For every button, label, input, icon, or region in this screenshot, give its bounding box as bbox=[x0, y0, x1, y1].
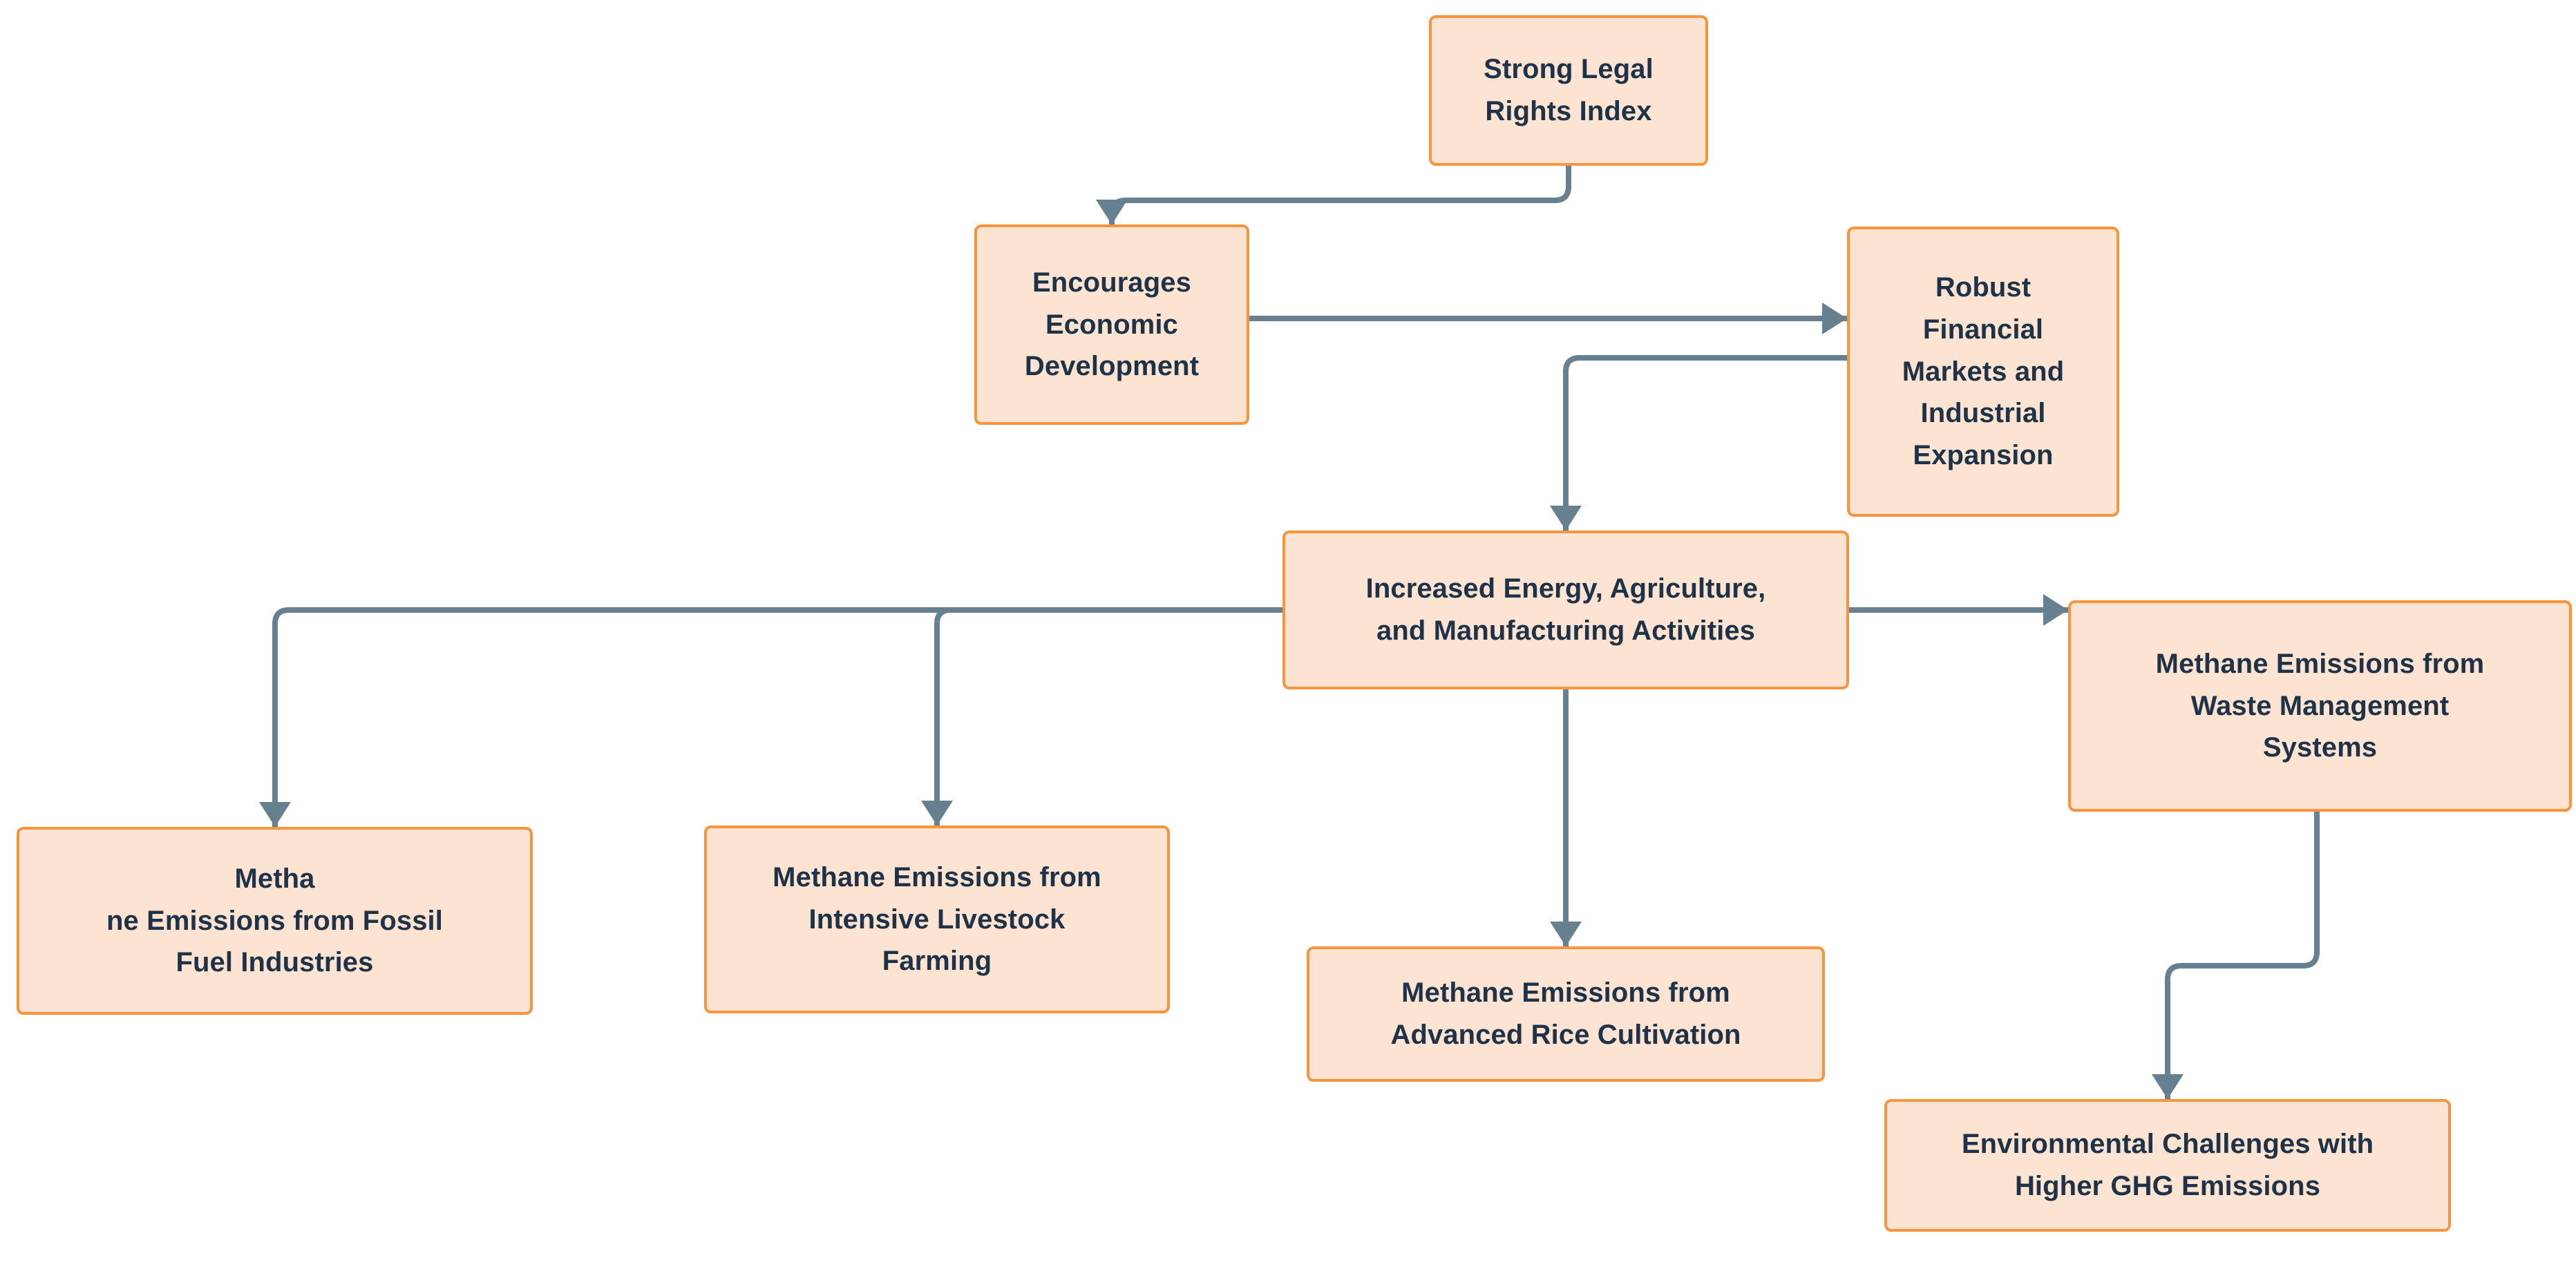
edge-activities-to-livestock bbox=[934, 607, 1282, 826]
edge-activities-to-fossil bbox=[272, 607, 1282, 827]
node-economic-development[interactable]: Encourages Economic Development bbox=[974, 225, 1249, 425]
edge-waste-to-ghg bbox=[2165, 812, 2320, 1099]
arrowhead-activities-to-waste bbox=[2043, 594, 2068, 626]
node-increased-activities[interactable]: Increased Energy, Agriculture, and Manuf… bbox=[1282, 531, 1849, 689]
arrowhead-activities-to-rice bbox=[1550, 922, 1582, 946]
node-financial-markets[interactable]: Robust Financial Markets and Industrial … bbox=[1847, 227, 2119, 517]
node-label-economic-development: Encourages Economic Development bbox=[1024, 267, 1200, 382]
node-fossil-fuel[interactable]: Metha ne Emissions from Fossil Fuel Indu… bbox=[17, 827, 533, 1015]
node-waste-management[interactable]: Methane Emissions from Waste Management … bbox=[2068, 600, 2572, 812]
node-label-livestock: Methane Emissions from Intensive Livesto… bbox=[773, 861, 1101, 977]
node-label-waste-management: Methane Emissions from Waste Management … bbox=[2155, 648, 2485, 763]
node-ghg-challenges[interactable]: Environmental Challenges with Higher GHG… bbox=[1884, 1099, 2451, 1232]
arrowhead-activities-to-livestock bbox=[921, 801, 953, 826]
edge-legal-to-economic bbox=[1109, 166, 1571, 225]
node-label-legal-rights: Strong Legal Rights Index bbox=[1484, 54, 1654, 126]
node-label-ghg-challenges: Environmental Challenges with Higher GHG… bbox=[1961, 1129, 2374, 1201]
arrowhead-financial-to-activities bbox=[1550, 506, 1582, 531]
node-label-financial-markets: Robust Financial Markets and Industrial … bbox=[1902, 272, 2065, 471]
node-legal-rights[interactable]: Strong Legal Rights Index bbox=[1429, 15, 1708, 166]
node-label-increased-activities: Increased Energy, Agriculture, and Manuf… bbox=[1365, 573, 1766, 646]
arrowhead-legal-to-economic bbox=[1096, 200, 1128, 225]
arrowhead-activities-to-fossil bbox=[259, 802, 291, 827]
arrowhead-economic-to-financial bbox=[1822, 303, 1847, 334]
node-label-fossil-fuel: Metha ne Emissions from Fossil Fuel Indu… bbox=[106, 863, 443, 978]
node-livestock[interactable]: Methane Emissions from Intensive Livesto… bbox=[704, 826, 1170, 1013]
edge-financial-to-activities bbox=[1563, 355, 1847, 531]
arrowhead-waste-to-ghg bbox=[2152, 1074, 2184, 1099]
node-rice-cultivation[interactable]: Methane Emissions from Advanced Rice Cul… bbox=[1307, 946, 1825, 1082]
node-label-rice-cultivation: Methane Emissions from Advanced Rice Cul… bbox=[1390, 977, 1741, 1050]
